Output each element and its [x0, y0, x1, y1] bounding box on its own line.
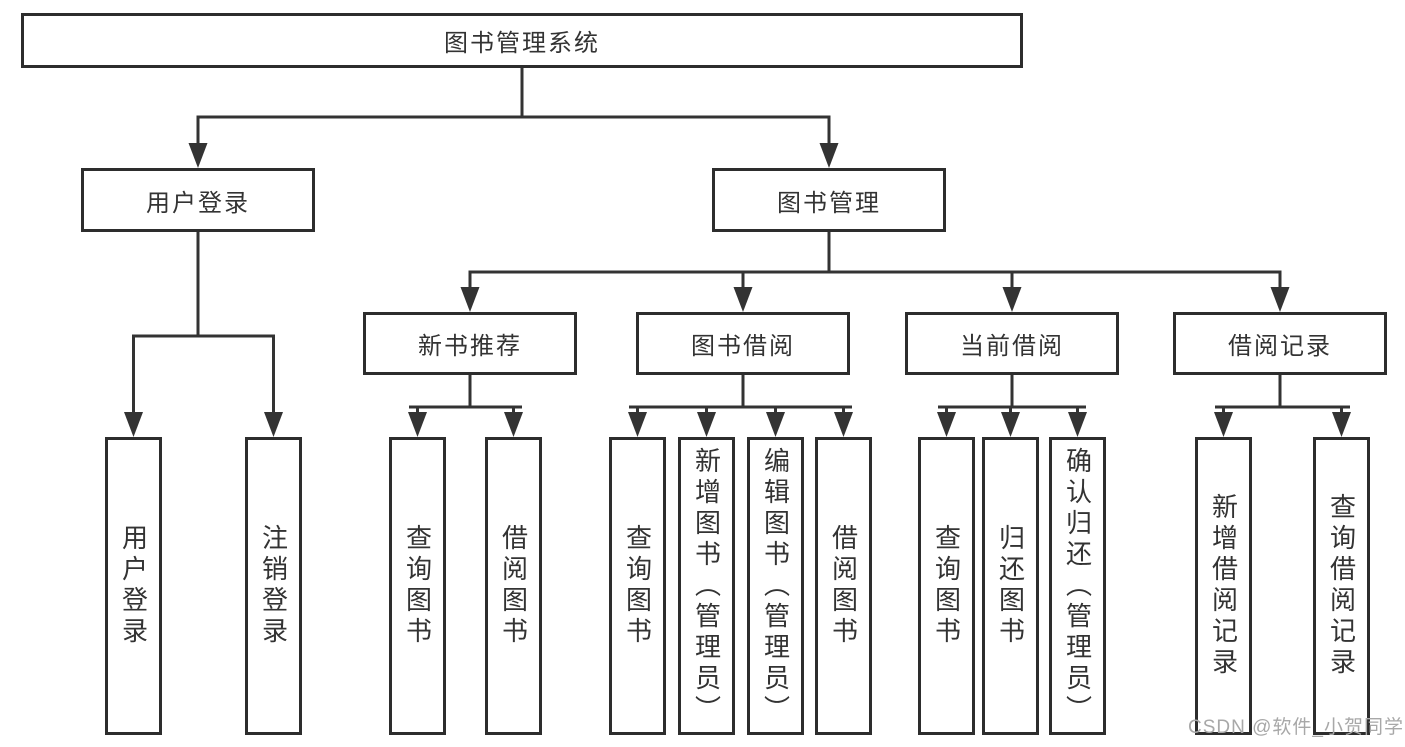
connector-borrow-branch [629, 405, 852, 416]
leaf-logout: 注销登录 [245, 437, 302, 735]
arrow-to-leaf-logout [264, 412, 283, 437]
leaf-borrow-books-borrowing: 借阅图书 [815, 437, 872, 735]
leaf-edit-book-admin: 编辑图书（管理员） [747, 437, 804, 735]
leaf-add-book-admin: 新增图书（管理员） [678, 437, 735, 735]
connector-current-branch [938, 405, 1086, 416]
connector-book-mgmt-branch [468, 270, 1282, 292]
leaf-query-borrow-record: 查询借阅记录 [1313, 437, 1370, 735]
arrow-to-leaf-add-record [1214, 412, 1233, 437]
arrow-to-leaf-query-record [1332, 412, 1351, 437]
arrow-to-borrowing [733, 287, 753, 312]
connector-root-branch [196, 115, 831, 147]
arrow-to-leaf-query-2 [628, 412, 647, 437]
connector-user-login-branch [132, 334, 275, 416]
connector-recommend-branch [409, 405, 522, 416]
leaf-add-borrow-record: 新增借阅记录 [1195, 437, 1252, 735]
node-book-management: 图书管理 [712, 168, 946, 232]
leaf-borrow-books-recommend: 借阅图书 [485, 437, 542, 735]
arrow-to-leaf-borrow-2 [834, 412, 853, 437]
arrow-to-leaf-confirm-return [1068, 412, 1087, 437]
arrow-to-recommend [460, 287, 480, 312]
arrow-to-leaf-borrow-1 [504, 412, 523, 437]
arrow-to-current [1002, 287, 1022, 312]
node-new-book-recommendation: 新书推荐 [363, 312, 577, 375]
arrowheads [124, 143, 1351, 437]
node-user-login: 用户登录 [81, 168, 315, 232]
leaf-query-books-recommend: 查询图书 [389, 437, 446, 735]
leaf-return-books: 归还图书 [982, 437, 1039, 735]
arrow-to-user-login [188, 143, 208, 168]
node-root: 图书管理系统 [21, 13, 1023, 68]
watermark-text: CSDN @软件_小贺同学 [1188, 717, 1404, 738]
arrow-to-leaf-return [1001, 412, 1020, 437]
arrow-to-records [1270, 287, 1290, 312]
arrow-to-leaf-query-3 [937, 412, 956, 437]
node-current-borrowing: 当前借阅 [905, 312, 1119, 375]
leaf-user-login: 用户登录 [105, 437, 162, 735]
arrow-to-leaf-user-login [124, 412, 143, 437]
leaf-confirm-return-admin: 确认归还（管理员） [1049, 437, 1106, 735]
node-book-borrowing: 图书借阅 [636, 312, 850, 375]
leaf-query-books-current: 查询图书 [918, 437, 975, 735]
arrow-to-leaf-add-book [697, 412, 716, 437]
arrow-to-leaf-edit-book [766, 412, 785, 437]
connector-record-branch [1215, 405, 1350, 416]
node-borrowing-records: 借阅记录 [1173, 312, 1387, 375]
leaf-query-books-borrowing: 查询图书 [609, 437, 666, 735]
arrow-to-leaf-query-1 [408, 412, 427, 437]
arrow-to-book-mgmt [819, 143, 839, 168]
